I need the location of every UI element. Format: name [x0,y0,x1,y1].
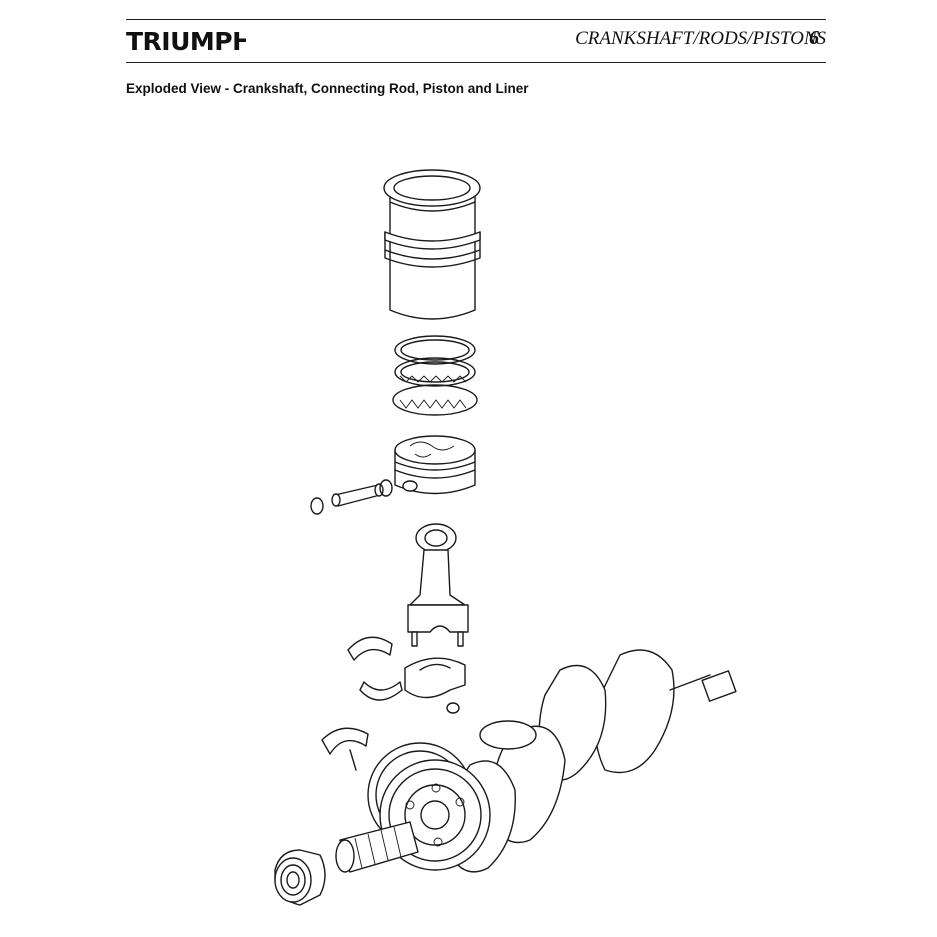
crankshaft [449,649,737,873]
cylinder-liner [383,169,481,320]
exploded-view-drawing [274,169,737,906]
chapter-number: 6 [809,27,819,49]
crankshaft-splined-end [335,821,419,873]
piston [394,435,476,495]
connecting-rod [407,523,469,647]
gudgeon-pin-assembly [310,479,393,515]
header-top-rule [126,19,826,20]
connecting-rod-cap [404,657,466,714]
piston-rings [392,335,478,416]
chapter-title: CRANKSHAFT/RODS/PISTONS [575,28,826,49]
triumph-logo: TRIUMPH [126,27,246,56]
triumph-logo-text: TRIUMPH [126,27,246,56]
section-heading: Exploded View - Crankshaft, Connecting R… [126,81,529,96]
main-bearing-shell [321,727,369,771]
header-bottom-rule [126,62,826,63]
spline-sprocket [274,849,326,906]
exploded-view-illustration [260,150,780,930]
big-end-bearing-shells [347,636,403,701]
